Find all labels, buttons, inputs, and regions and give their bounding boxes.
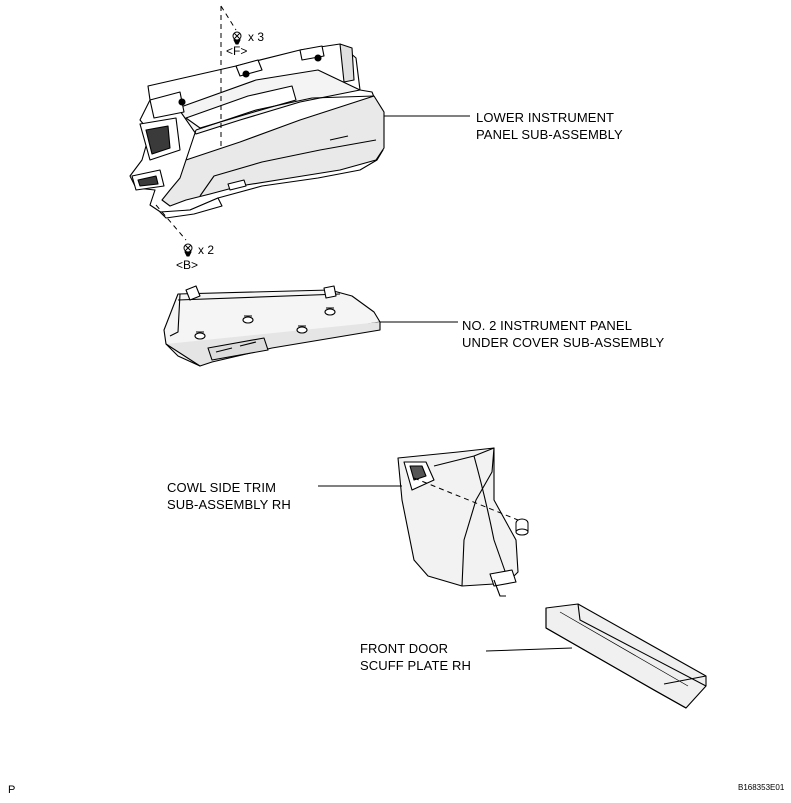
under-cover-label-2: UNDER COVER SUB-ASSEMBLY (462, 335, 665, 350)
screw-b-code: <B> (176, 258, 199, 272)
screw-f-code: <F> (226, 44, 248, 58)
lower-instrument-panel-drawing (129, 43, 385, 219)
screw-f-dashed-path (220, 5, 237, 150)
scuff-plate-label-1: FRONT DOOR (360, 641, 449, 656)
screw-b-icon (183, 243, 193, 257)
cowl-side-trim-drawing (397, 447, 519, 597)
screw-f-icon (232, 31, 242, 45)
cowl-clip-dashed-path (413, 477, 519, 521)
screw-b-count: x 2 (198, 243, 215, 257)
cowl-clip-icon (515, 518, 529, 536)
screw-f-count: x 3 (248, 30, 265, 44)
scuff-plate-label-2: SCUFF PLATE RH (360, 658, 471, 673)
cowl-trim-label-1: COWL SIDE TRIM (167, 480, 277, 495)
under-cover-label-1: NO. 2 INSTRUMENT PANEL (462, 318, 633, 333)
leader-scuff-plate (485, 647, 573, 652)
figure-id: B168353E01 (738, 783, 785, 792)
cowl-trim-label-2: SUB-ASSEMBLY RH (167, 497, 291, 512)
lower-panel-label-1: LOWER INSTRUMENT (476, 110, 615, 125)
lower-panel-label-2: PANEL SUB-ASSEMBLY (476, 127, 623, 142)
scuff-plate-drawing (545, 603, 707, 709)
under-cover-drawing (163, 285, 381, 367)
footer-left-mark: P (8, 784, 16, 796)
screw-b-dashed-path (155, 204, 187, 241)
